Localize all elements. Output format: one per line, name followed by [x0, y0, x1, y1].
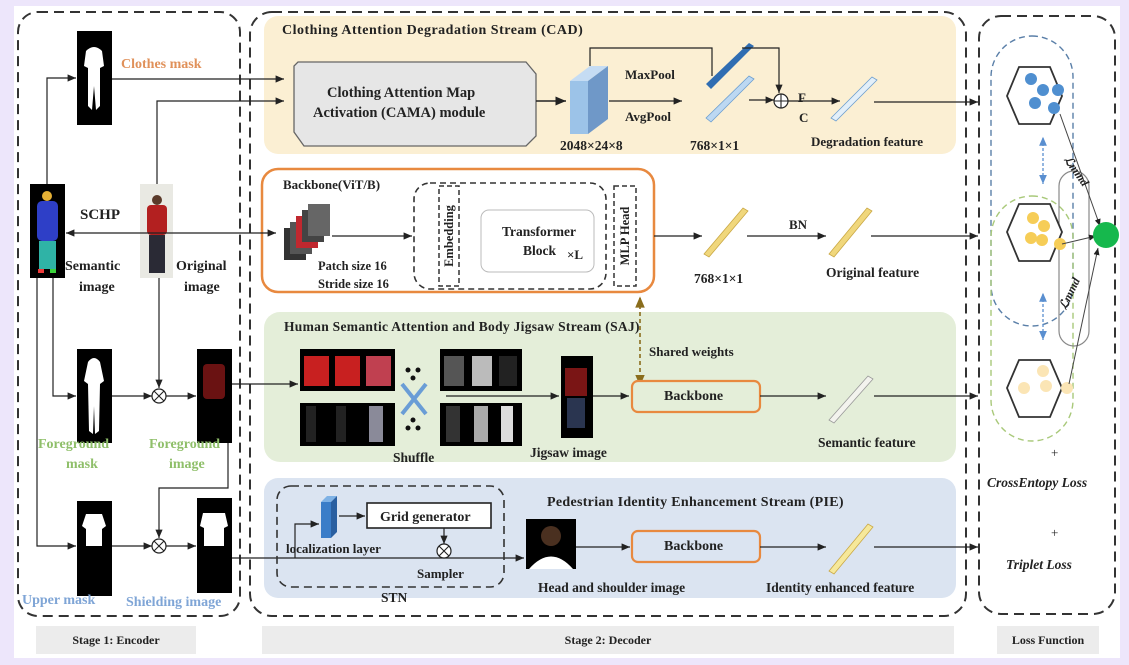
- pie-backbone-label[interactable]: Backbone: [664, 539, 724, 554]
- body-part-images: [300, 349, 522, 446]
- feature-cuboid: [570, 66, 608, 134]
- pale-dots: [1018, 365, 1073, 394]
- green-cluster-dashed: [990, 195, 1074, 442]
- encoder-container: [17, 11, 241, 617]
- embedding-label: Embedding: [441, 205, 456, 267]
- embedding-dashed: [438, 185, 460, 287]
- merge-capsule: [1058, 170, 1090, 347]
- patch-size-label: Patch size 16: [318, 259, 387, 273]
- cama-module-box: [293, 61, 537, 147]
- localization-layer-label: localization layer: [286, 541, 381, 556]
- cama-label-1: Clothing Attention Map: [327, 85, 476, 101]
- shuffle-icon: [400, 367, 428, 431]
- plus-1: +: [1051, 445, 1059, 460]
- stn-label: STN: [381, 590, 408, 605]
- pool-dims-label: 768×1×1: [690, 138, 740, 153]
- cad-title: Clothing Attention Degradation Stream (C…: [282, 23, 584, 38]
- cuboid-dims-label: 2048×24×8: [560, 138, 623, 153]
- sampler-op: [436, 543, 452, 559]
- transformer-label-1: Transformer: [502, 224, 576, 239]
- blue-cluster-dashed: [990, 35, 1074, 327]
- plus-2: +: [1051, 525, 1059, 540]
- semantic-image-label-1: Semantic: [65, 259, 121, 274]
- hexagon-cad: [1006, 66, 1063, 125]
- diagram-graphics: [17, 11, 1119, 617]
- multiply-op-2: [151, 538, 167, 554]
- identity-feature-label: Identity enhanced feature: [766, 580, 915, 595]
- arrow-semantic-to-clothes: [46, 74, 76, 184]
- arrow-semantic-to-uppermask: [36, 278, 76, 550]
- saj-stream-bg: [264, 312, 956, 462]
- stride-size-label: Stride size 16: [318, 277, 389, 291]
- stn-dashed-box: [276, 485, 505, 588]
- mlp-head-label: MLP Head: [617, 206, 632, 266]
- arrow-to-maxpool: [589, 47, 713, 76]
- fusion-f-label: F: [798, 90, 806, 105]
- original-image-label-1: Original: [176, 259, 227, 274]
- vit-output-bar: [703, 207, 749, 258]
- maxpool-label: MaxPool: [625, 67, 675, 82]
- avgpool-label: AvgPool: [625, 109, 671, 124]
- grid-generator-label: Grid generator: [380, 510, 471, 525]
- concat-op: [773, 93, 789, 109]
- identity-feature-bar: [828, 523, 874, 575]
- shuffle-label: Shuffle: [393, 450, 435, 465]
- semantic-feature-label: Semantic feature: [818, 435, 916, 450]
- upper-mask-label: Upper mask: [22, 593, 96, 608]
- backbone-vit-title: Backbone(ViT/B): [283, 177, 381, 192]
- avgpool-bar: [705, 75, 755, 123]
- foreground-mask-label-1: Foreground: [38, 437, 110, 452]
- maxpool-bar: [706, 43, 754, 89]
- stage-encoder-bar: Stage 1: Encoder: [36, 626, 196, 654]
- shielding-image-label: Shielding image: [126, 595, 222, 610]
- grid-generator-box: [366, 502, 492, 529]
- foreground-image-label-2: image: [169, 457, 205, 472]
- localization-layer-block: [321, 496, 337, 538]
- pie-title: Pedestrian Identity Enhancement Stream (…: [547, 495, 844, 510]
- patch-stack: [284, 204, 330, 260]
- degradation-feature-bar: [830, 76, 878, 122]
- jigsaw-image-label: Jigsaw image: [530, 445, 607, 460]
- loss-container: [978, 15, 1116, 615]
- foreground-mask-label-2: mask: [66, 457, 98, 472]
- hexagon-original: [1006, 203, 1063, 262]
- semantic-image-label-2: image: [79, 280, 115, 295]
- original-image-label-2: image: [184, 280, 220, 295]
- cross-entropy-loss-label: CrossEntopy Loss: [987, 475, 1088, 490]
- decoder-container: [249, 11, 967, 617]
- multiply-op-1: [151, 388, 167, 404]
- arrow-semantic-to-fgmask: [52, 278, 76, 400]
- repeat-l-label: ×L: [567, 247, 584, 262]
- triplet-loss-label: Triplet Loss: [1006, 557, 1072, 572]
- schp-label: SCHP: [80, 207, 121, 223]
- clothes-mask-label: Clothes mask: [121, 57, 202, 72]
- hexagon-semantic: [1006, 359, 1063, 418]
- original-feature-bar: [828, 207, 873, 258]
- saj-title: Human Semantic Attention and Body Jigsaw…: [284, 319, 640, 334]
- transformer-dashed: [413, 182, 607, 290]
- diagram-canvas: Clothes mask SCHP Semantic image Origina…: [14, 6, 1120, 658]
- stage-loss-bar: Loss Function: [997, 626, 1099, 654]
- fusion-c-label: C: [799, 110, 809, 125]
- blue-dots: [1025, 73, 1064, 114]
- arrow-original-to-cama: [156, 97, 284, 184]
- degradation-feature-label: Degradation feature: [811, 134, 924, 149]
- saj-backbone-label[interactable]: Backbone: [664, 389, 724, 404]
- arrow-fgimage-to-mult2: [155, 443, 229, 538]
- transformer-block-box: [480, 209, 595, 273]
- bn-label: BN: [789, 217, 808, 232]
- yellow-dots: [1025, 212, 1066, 250]
- head-shoulder-label: Head and shoulder image: [538, 580, 686, 595]
- vit-output-dims: 768×1×1: [694, 271, 744, 286]
- foreground-image-label-1: Foreground: [149, 437, 221, 452]
- shared-weights-label: Shared weights: [649, 344, 734, 359]
- cama-label-2: Activation (CAMA) module: [313, 105, 486, 121]
- original-feature-label: Original feature: [826, 265, 920, 280]
- sampler-label: Sampler: [417, 566, 464, 581]
- merged-feature-node: [1093, 222, 1119, 248]
- mlp-head-dashed: [613, 185, 637, 287]
- stage-decoder-bar: Stage 2: Decoder: [262, 626, 954, 654]
- transformer-label-2: Block: [523, 243, 557, 258]
- semantic-feature-bar: [828, 375, 874, 424]
